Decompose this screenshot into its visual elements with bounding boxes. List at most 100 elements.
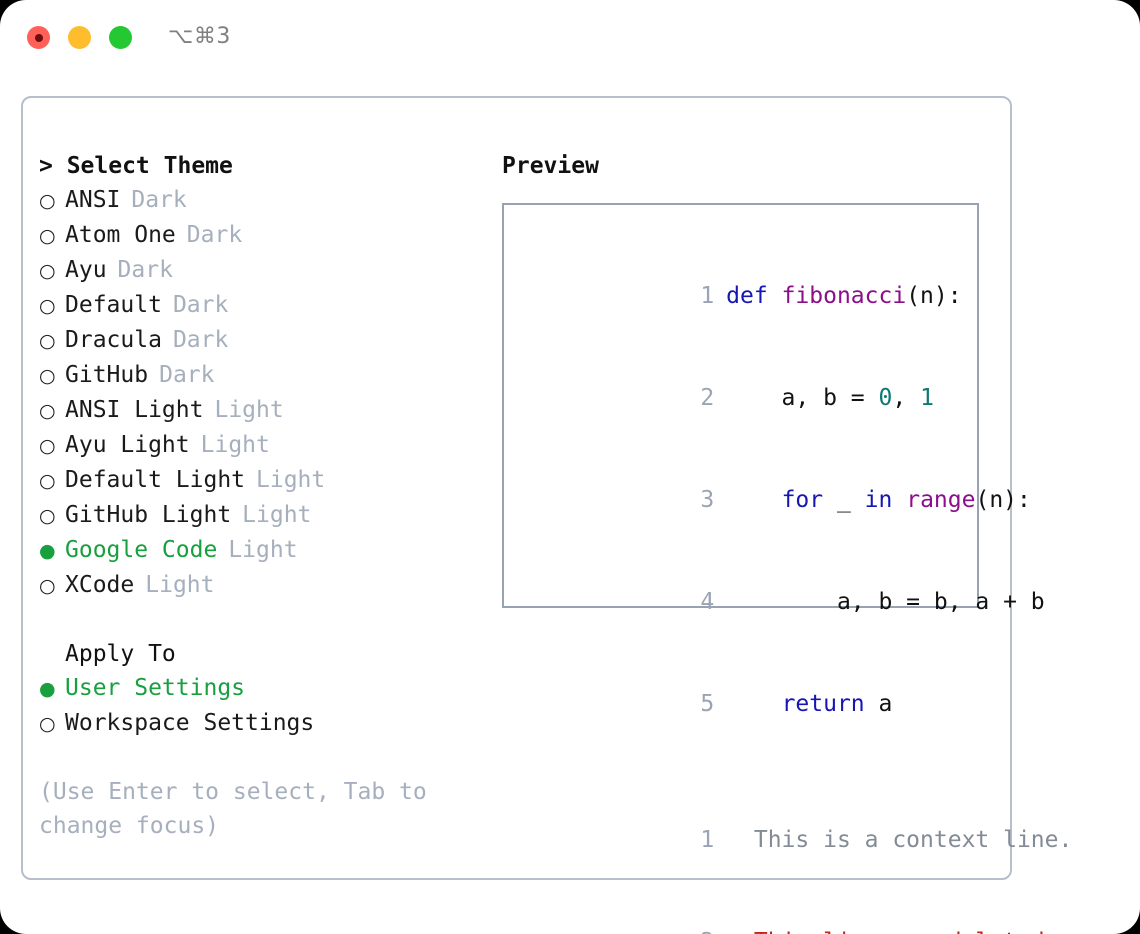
theme-selection-column: > Select Theme ○ ANSI Dark ○ Atom One Da… xyxy=(39,149,499,843)
theme-option-atom-one-dark[interactable]: ○ Atom One Dark xyxy=(39,218,499,253)
radio-icon: ○ xyxy=(39,260,56,282)
theme-option-tag: Light xyxy=(145,572,215,598)
main-panel: > Select Theme ○ ANSI Dark ○ Atom One Da… xyxy=(21,96,1072,934)
code-line: 1 def fibonacci(n): xyxy=(522,245,977,347)
radio-icon: ○ xyxy=(39,330,56,352)
radio-selected-icon: ● xyxy=(39,540,56,562)
radio-icon: ○ xyxy=(39,190,56,212)
code-token: , xyxy=(892,385,921,411)
theme-option-label: Dracula xyxy=(65,327,162,353)
preview-heading: Preview xyxy=(502,153,599,179)
maximize-window-button[interactable] xyxy=(109,26,132,49)
code-spacer xyxy=(522,755,977,789)
code-token: in xyxy=(864,487,893,513)
line-number: 1 xyxy=(700,283,715,309)
code-token: a xyxy=(864,691,893,717)
radio-icon: ○ xyxy=(39,365,56,387)
diff-text: This is a context line. xyxy=(726,827,1073,853)
code-token xyxy=(726,691,781,717)
theme-option-label: Ayu Light xyxy=(65,432,190,458)
theme-option-tag: Dark xyxy=(172,327,229,353)
theme-option-label: GitHub Light xyxy=(65,502,232,528)
code-token: (n): xyxy=(906,283,962,309)
title-bar: ⌥⌘3 xyxy=(0,0,1140,76)
code-token: a, b = b, a + b xyxy=(726,589,1045,615)
theme-option-github-light[interactable]: ○ GitHub Light Light xyxy=(39,498,499,533)
keyboard-shortcut-label: ⌥⌘3 xyxy=(168,24,231,49)
code-token: a, b = xyxy=(726,385,879,411)
code-line: 5 return a xyxy=(522,653,977,755)
line-number: 5 xyxy=(700,691,715,717)
line-number: 4 xyxy=(700,589,715,615)
code-token: 1 xyxy=(920,385,934,411)
radio-icon: ○ xyxy=(39,435,56,457)
theme-option-xcode-light[interactable]: ○ XCode Light xyxy=(39,568,499,603)
code-token: (n): xyxy=(975,487,1031,513)
radio-icon: ○ xyxy=(39,505,56,527)
code-token xyxy=(892,487,906,513)
code-token: range xyxy=(906,487,976,513)
code-token: fibonacci xyxy=(781,283,907,309)
theme-option-tag: Dark xyxy=(117,257,173,283)
diff-line-deleted: 2- This line was deleted. xyxy=(522,891,1058,934)
theme-option-ayu-light[interactable]: ○ Ayu Light Light xyxy=(39,428,499,463)
theme-option-label: Default Light xyxy=(65,467,246,493)
code-token xyxy=(726,487,781,513)
radio-icon: ○ xyxy=(39,400,56,422)
theme-option-tag: Light xyxy=(228,537,298,563)
theme-option-default-light[interactable]: ○ Default Light Light xyxy=(39,463,499,498)
apply-to-option-label: User Settings xyxy=(65,675,246,701)
theme-option-dracula-dark[interactable]: ○ Dracula Dark xyxy=(39,323,499,358)
radio-icon: ○ xyxy=(39,575,56,597)
theme-option-label: XCode xyxy=(65,572,135,598)
theme-option-label: ANSI Light xyxy=(65,397,204,423)
theme-option-label: Ayu xyxy=(65,257,107,283)
radio-icon: ○ xyxy=(39,470,56,492)
theme-option-ansi-light[interactable]: ○ ANSI Light Light xyxy=(39,393,499,428)
theme-option-tag: Light xyxy=(200,432,270,458)
select-theme-heading: > Select Theme xyxy=(39,153,233,179)
apply-to-option-label: Workspace Settings xyxy=(65,710,315,736)
line-number: 2 xyxy=(688,925,726,934)
theme-option-google-code-light[interactable]: ● Google Code Light xyxy=(39,533,499,568)
theme-option-label: ANSI xyxy=(65,187,121,213)
theme-option-tag: Light xyxy=(214,397,284,423)
apply-to-option-user-settings[interactable]: ● User Settings xyxy=(39,671,499,706)
code-token: 0 xyxy=(878,385,893,411)
theme-option-default-dark[interactable]: ○ Default Dark xyxy=(39,288,499,323)
radio-icon: ○ xyxy=(39,225,56,247)
radio-selected-icon: ● xyxy=(39,678,56,700)
close-window-button[interactable] xyxy=(27,26,50,49)
theme-option-tag: Dark xyxy=(186,222,243,248)
theme-option-label: Atom One xyxy=(65,222,176,248)
code-line: 4 a, b = b, a + b xyxy=(522,551,1044,653)
line-number: 1 xyxy=(700,827,715,853)
apply-to-list: ● User Settings ○ Workspace Settings xyxy=(39,671,499,741)
code-token: def xyxy=(726,283,782,309)
theme-list: ○ ANSI Dark ○ Atom One Dark ○ Ayu Dark xyxy=(39,183,499,603)
theme-option-ansi-dark[interactable]: ○ ANSI Dark xyxy=(39,183,499,218)
theme-option-tag: Dark xyxy=(131,187,187,213)
diff-text: - This line was deleted. xyxy=(726,929,1058,934)
code-token: _ xyxy=(823,487,865,513)
theme-option-label: GitHub xyxy=(65,362,149,388)
code-line: 2 a, b = 0, 1 xyxy=(522,347,977,449)
code-token: for xyxy=(781,487,824,513)
line-number: 3 xyxy=(700,487,715,513)
theme-option-ayu-dark[interactable]: ○ Ayu Dark xyxy=(39,253,499,288)
keyboard-hint-text: (Use Enter to select, Tab to change focu… xyxy=(39,779,427,839)
theme-option-tag: Dark xyxy=(159,362,215,388)
diff-line-context: 1 This is a context line. xyxy=(522,789,1072,891)
theme-option-github-dark[interactable]: ○ GitHub Dark xyxy=(39,358,499,393)
minimize-window-button[interactable] xyxy=(68,26,91,49)
radio-icon: ○ xyxy=(39,295,56,317)
apply-to-option-workspace-settings[interactable]: ○ Workspace Settings xyxy=(39,706,499,741)
code-token: return xyxy=(781,691,865,717)
line-number: 2 xyxy=(700,385,715,411)
theme-option-tag: Light xyxy=(242,502,312,528)
theme-option-tag: Dark xyxy=(172,292,229,318)
theme-option-label: Default xyxy=(65,292,162,318)
